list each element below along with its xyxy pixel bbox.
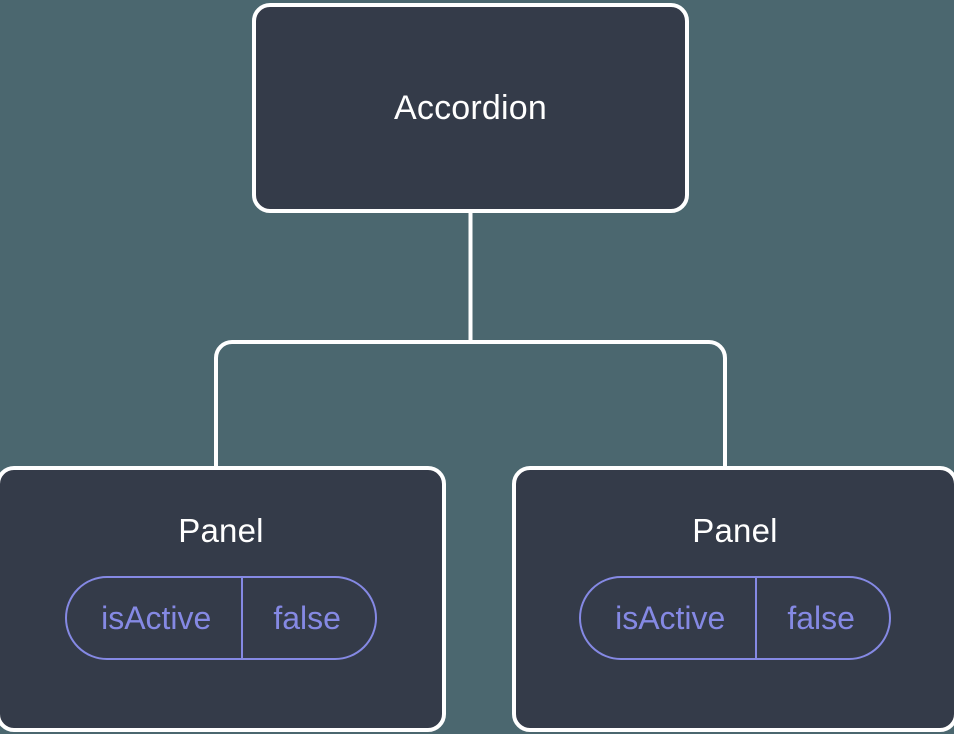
node-accordion-label: Accordion [394, 89, 547, 127]
edge-root-to-panel-right [470, 340, 727, 470]
node-panel-left-label: Panel [178, 512, 264, 549]
edge-root-to-panel-left [214, 340, 471, 470]
node-panel-left[interactable]: Panel isActive false [0, 466, 446, 732]
prop-key: isActive [615, 600, 726, 636]
prop-key: isActive [101, 600, 212, 636]
prop-chip-isactive-right[interactable]: isActive false [579, 576, 891, 660]
node-panel-right-label: Panel [692, 512, 778, 549]
node-panel-right[interactable]: Panel isActive false [512, 466, 954, 732]
prop-chip-isactive-left[interactable]: isActive false [65, 576, 377, 660]
node-accordion[interactable]: Accordion [252, 3, 689, 213]
prop-value: false [755, 578, 889, 658]
prop-value: false [241, 578, 375, 658]
